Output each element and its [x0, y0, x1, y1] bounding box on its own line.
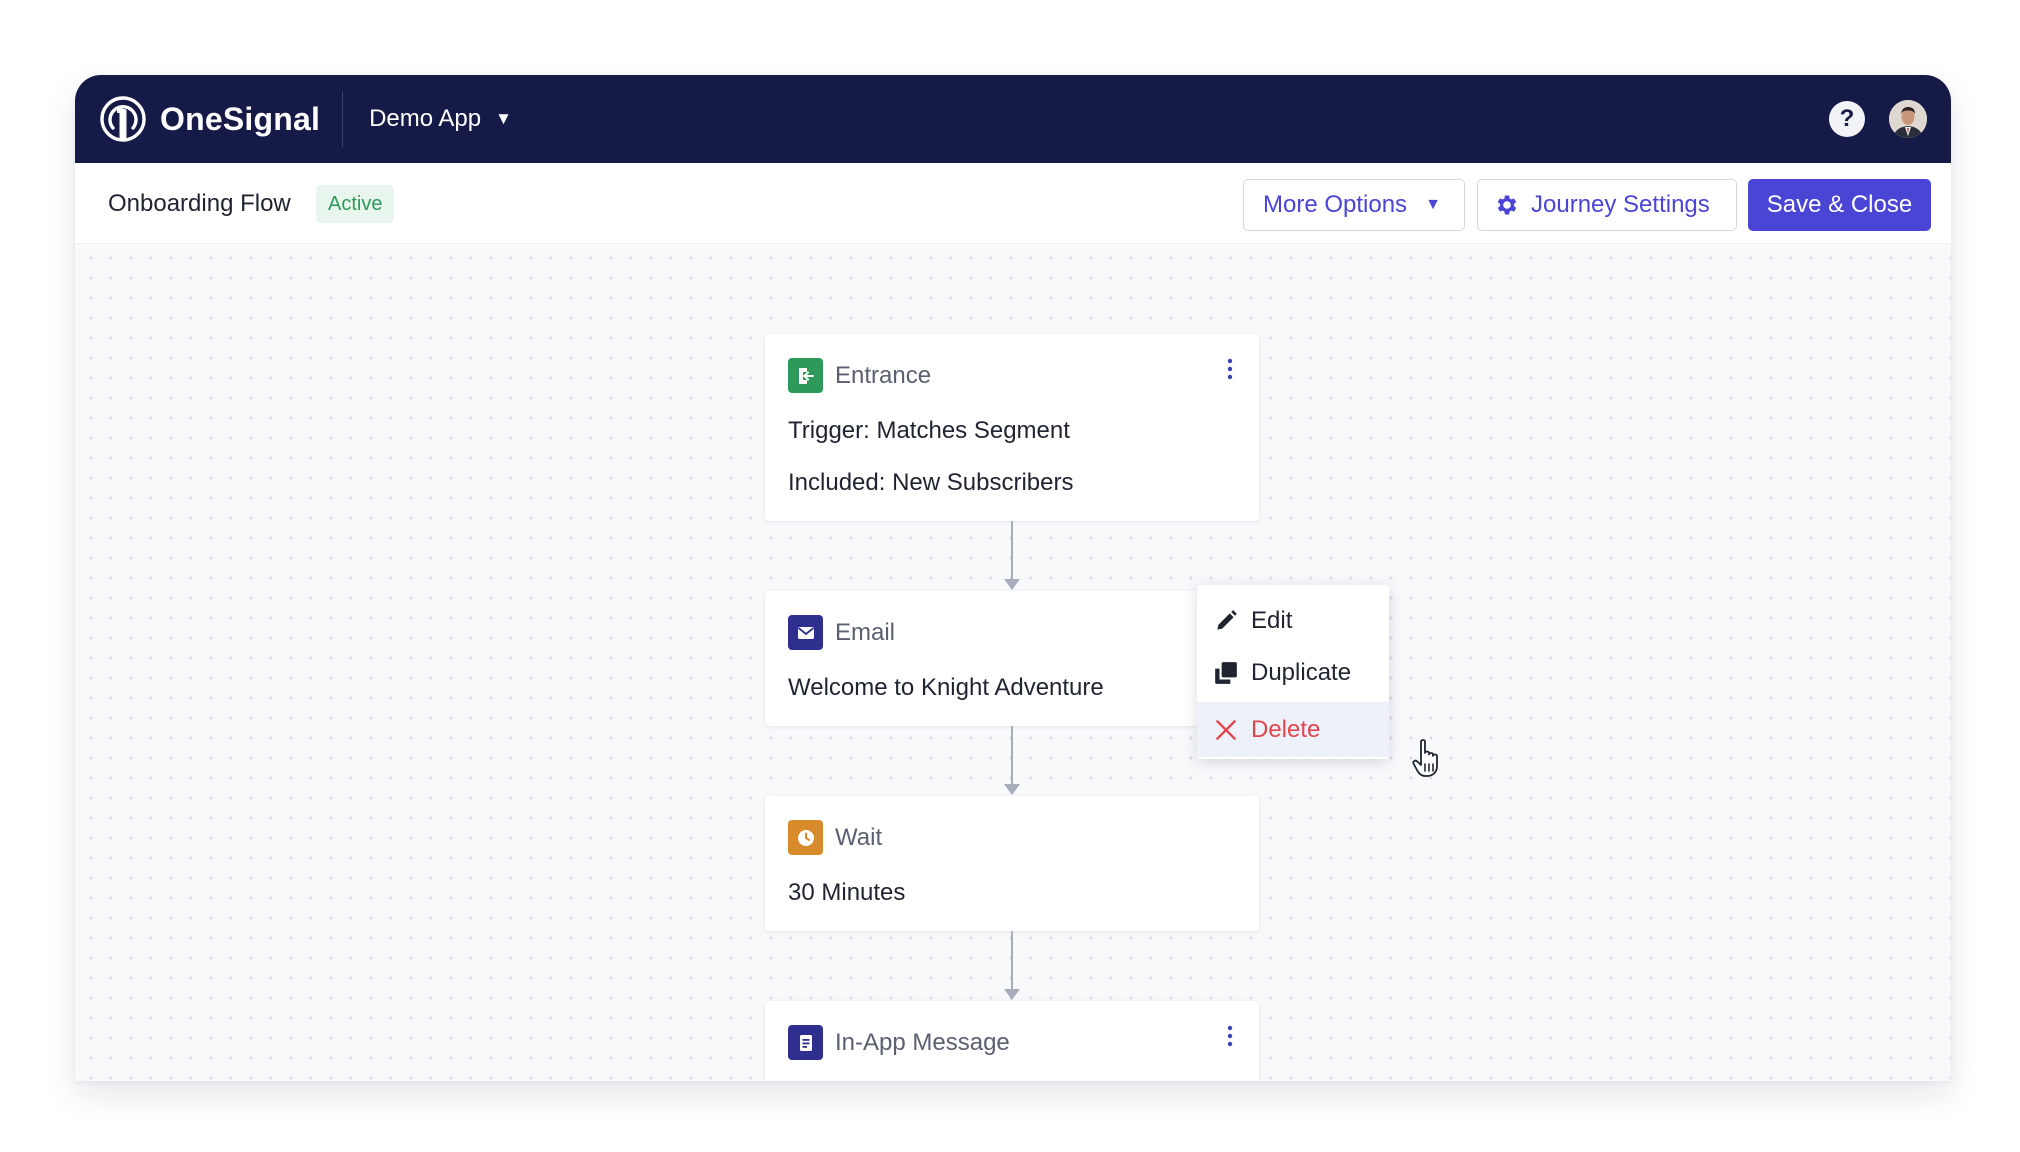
- help-icon[interactable]: ?: [1829, 101, 1865, 137]
- duplicate-icon: [1215, 662, 1237, 684]
- gear-icon: [1497, 195, 1517, 215]
- connector-arrow-icon: [1004, 784, 1020, 795]
- node-header: Wait: [788, 820, 882, 855]
- app-window: OneSignal Demo App ▼ ? Onboarding Flow: [75, 75, 1951, 1081]
- pencil-icon: [1217, 610, 1237, 630]
- journey-header: Onboarding Flow Active More Options ▼ Jo…: [75, 163, 1951, 244]
- menu-item-label: Edit: [1251, 607, 1293, 634]
- nav-divider: [342, 91, 344, 147]
- wait-node[interactable]: Wait 30 Minutes: [765, 796, 1259, 931]
- onesignal-logo-icon: [100, 96, 146, 142]
- journey-settings-label: Journey Settings: [1531, 191, 1710, 218]
- node-context-menu: Edit Duplicate Delete: [1197, 585, 1389, 759]
- menu-item-label: Delete: [1251, 716, 1321, 743]
- brand-name: OneSignal: [160, 100, 321, 137]
- clock-icon: [788, 820, 823, 855]
- node-trigger-text: Trigger: Matches Segment: [788, 417, 1070, 444]
- app-name: Demo App: [369, 105, 482, 132]
- menu-item-duplicate[interactable]: Duplicate: [1197, 647, 1389, 699]
- node-email-subject: Welcome to Knight Adventure: [788, 674, 1104, 701]
- email-icon: [788, 615, 823, 650]
- brand[interactable]: OneSignal: [99, 75, 320, 163]
- node-type-label: In-App Message: [835, 1028, 1010, 1056]
- kebab-menu-icon[interactable]: [1226, 358, 1234, 380]
- connector-arrow-icon: [1004, 989, 1020, 1000]
- avatar-portrait-icon: [1889, 100, 1927, 138]
- menu-item-delete[interactable]: Delete: [1197, 703, 1389, 757]
- node-header: Entrance: [788, 358, 931, 393]
- status-badge: Active: [316, 185, 395, 223]
- menu-item-edit[interactable]: Edit: [1197, 595, 1389, 647]
- journey-title: Onboarding Flow: [108, 190, 291, 217]
- journey-settings-button[interactable]: Journey Settings: [1477, 179, 1737, 231]
- flow-connector: [1011, 521, 1013, 581]
- close-icon: [1216, 720, 1236, 740]
- connector-arrow-icon: [1004, 579, 1020, 590]
- save-close-button[interactable]: Save & Close: [1748, 179, 1931, 231]
- node-wait-duration: 30 Minutes: [788, 879, 906, 906]
- entrance-node[interactable]: Entrance Trigger: Matches Segment Includ…: [765, 334, 1259, 521]
- node-type-label: Wait: [835, 823, 883, 851]
- hand-pointer-cursor-icon: [1412, 739, 1438, 777]
- email-node[interactable]: Email Welcome to Knight Adventure: [765, 591, 1259, 726]
- save-close-label: Save & Close: [1766, 191, 1913, 218]
- top-nav-bar: OneSignal Demo App ▼ ?: [75, 75, 1951, 163]
- entrance-icon: [788, 358, 823, 393]
- kebab-menu-icon[interactable]: [1226, 1025, 1234, 1047]
- node-type-label: Entrance: [835, 361, 932, 389]
- user-avatar[interactable]: [1889, 100, 1927, 138]
- menu-divider: [1197, 702, 1389, 703]
- more-options-label: More Options: [1263, 191, 1408, 218]
- node-included-text: Included: New Subscribers: [788, 469, 1074, 496]
- journey-canvas[interactable]: Entrance Trigger: Matches Segment Includ…: [75, 244, 1951, 1081]
- caret-down-icon: ▼: [1425, 196, 1441, 213]
- app-switcher-dropdown[interactable]: Demo App ▼: [369, 105, 512, 133]
- flow-connector: [1011, 726, 1013, 786]
- menu-item-label: Duplicate: [1251, 659, 1352, 686]
- in-app-message-icon: [788, 1025, 823, 1060]
- flow-connector: [1011, 931, 1013, 991]
- node-header: Email: [788, 615, 895, 650]
- in-app-message-node[interactable]: In-App Message: [765, 1001, 1259, 1081]
- topbar-right: ?: [1829, 75, 1927, 163]
- node-header: In-App Message: [788, 1025, 1010, 1060]
- more-options-button[interactable]: More Options ▼: [1243, 179, 1465, 231]
- caret-down-icon: ▼: [495, 109, 512, 128]
- node-type-label: Email: [835, 618, 896, 646]
